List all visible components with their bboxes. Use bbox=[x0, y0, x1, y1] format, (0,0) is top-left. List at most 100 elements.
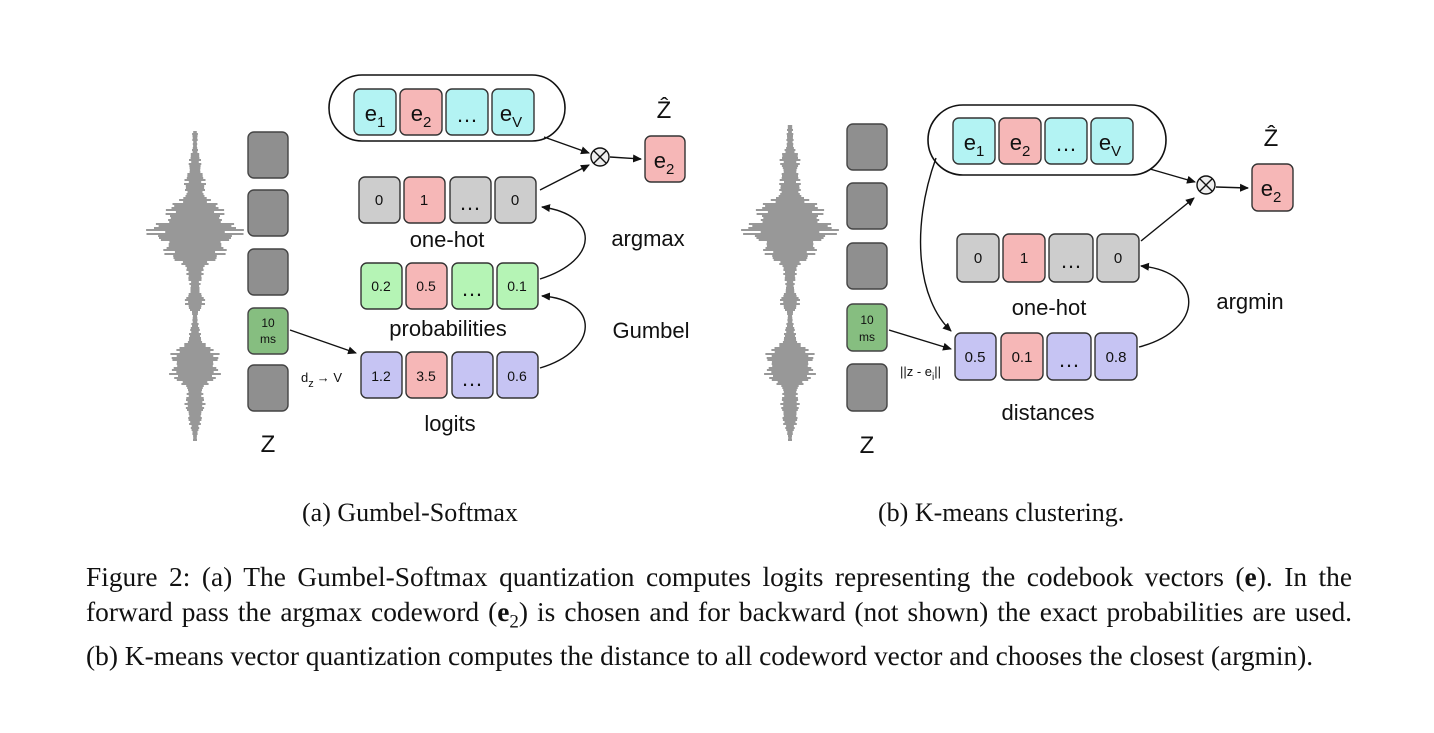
logit-cell bbox=[360, 351, 403, 399]
frame-box bbox=[247, 248, 289, 296]
onehot-cell bbox=[449, 176, 492, 224]
logit-cell bbox=[451, 351, 494, 399]
onehot-value: 0 bbox=[1114, 250, 1122, 267]
arrow-onehot-to-multiply bbox=[1140, 197, 1195, 242]
frame-column: 10 ms bbox=[846, 123, 888, 412]
frame-box bbox=[247, 189, 289, 237]
codebook-vector bbox=[952, 117, 996, 165]
panel-gumbel-softmax: 10 ms Z e1 e2 … eV Ẑ e2 0 1 bbox=[146, 74, 690, 458]
codebook-vector bbox=[1044, 117, 1088, 165]
arrows bbox=[289, 136, 642, 369]
codebook-vector-selected bbox=[998, 117, 1042, 165]
frame-box bbox=[846, 123, 888, 171]
probability-cell-selected bbox=[405, 262, 448, 310]
distances-label: distances bbox=[1002, 400, 1095, 425]
arrow-distances-to-onehot bbox=[1138, 262, 1190, 348]
probability-value: 0.5 bbox=[416, 278, 436, 294]
onehot-value: 0 bbox=[375, 192, 383, 209]
onehot-value: 0 bbox=[511, 192, 519, 209]
frame-box bbox=[846, 363, 888, 412]
frame-duration: 10 bbox=[261, 316, 275, 330]
logits-label: logits bbox=[424, 411, 475, 436]
argmax-label: argmax bbox=[611, 226, 684, 251]
frame-box bbox=[247, 131, 289, 179]
distance-cell bbox=[954, 332, 997, 381]
caption-text: Figure 2: (a) The Gumbel-Softmax quantiz… bbox=[86, 562, 1352, 672]
frame-duration: 10 bbox=[860, 313, 874, 327]
codebook-vector bbox=[353, 88, 397, 136]
distance-formula: ||z - ei|| bbox=[900, 364, 941, 383]
audio-waveform bbox=[146, 131, 244, 441]
codebook-vector bbox=[445, 88, 489, 136]
onehot-cell bbox=[1096, 233, 1140, 283]
arrow-frame-to-distances bbox=[888, 329, 952, 351]
multiply-icon bbox=[593, 150, 607, 164]
arrow-codebook-to-multiply bbox=[543, 136, 590, 155]
panel-kmeans: 10 ms Z e1 e2 … eV Ẑ e2 0 1 … bbox=[741, 104, 1294, 459]
probability-value: … bbox=[461, 276, 483, 301]
projection-label: dz→ V bbox=[301, 370, 342, 390]
arrow-codebook-to-distances bbox=[919, 157, 952, 332]
codebook-vector bbox=[491, 88, 535, 136]
frame-box-active bbox=[846, 303, 888, 352]
arrow-frame-to-logits bbox=[289, 329, 357, 355]
onehot-row: 0 1 … 0 bbox=[956, 233, 1140, 283]
probability-value: 0.1 bbox=[507, 278, 527, 294]
logit-value: … bbox=[461, 366, 483, 391]
arrow-multiply-to-output bbox=[609, 154, 642, 163]
frame-box bbox=[247, 364, 289, 412]
probability-cell bbox=[360, 262, 403, 310]
codebook-label: … bbox=[456, 102, 478, 127]
gumbel-label: Gumbel bbox=[612, 318, 689, 343]
logit-value: 1.2 bbox=[371, 368, 391, 384]
onehot-value: 0 bbox=[974, 250, 982, 267]
onehot-value: 1 bbox=[1020, 250, 1028, 267]
output-vector bbox=[1251, 163, 1294, 212]
distances-row: 0.5 0.1 … 0.8 bbox=[954, 332, 1138, 381]
arrow-onehot-to-multiply bbox=[539, 164, 590, 191]
onehot-cell-selected bbox=[403, 176, 446, 224]
onehot-label: one-hot bbox=[410, 227, 485, 252]
probabilities-row: 0.2 0.5 … 0.1 bbox=[360, 262, 539, 310]
distance-cell-selected bbox=[1000, 332, 1044, 381]
distance-value: 0.8 bbox=[1106, 349, 1127, 366]
probabilities-label: probabilities bbox=[389, 316, 506, 341]
onehot-value: … bbox=[459, 190, 481, 215]
distance-cell bbox=[1046, 332, 1092, 381]
logit-cell bbox=[496, 351, 539, 399]
subcaption-a: (a) Gumbel-Softmax bbox=[302, 498, 518, 527]
onehot-label: one-hot bbox=[1012, 295, 1087, 320]
z-label: Z bbox=[860, 432, 875, 459]
frame-box-active bbox=[247, 307, 289, 355]
arrows bbox=[888, 157, 1249, 351]
onehot-cell bbox=[1048, 233, 1094, 283]
logit-cell-selected bbox=[405, 351, 448, 399]
multiply-icon bbox=[1199, 178, 1213, 192]
logits-row: 1.2 3.5 … 0.6 bbox=[360, 351, 539, 399]
probability-value: 0.2 bbox=[371, 278, 391, 294]
codebook-vectors: e1 e2 … eV bbox=[952, 117, 1134, 165]
probability-cell bbox=[451, 262, 494, 310]
onehot-cell bbox=[956, 233, 1000, 283]
codebook-label: … bbox=[1055, 131, 1077, 156]
frame-unit: ms bbox=[260, 332, 276, 346]
audio-waveform bbox=[741, 125, 839, 441]
arrow-probabilities-to-onehot bbox=[539, 204, 586, 280]
argmin-label: argmin bbox=[1216, 289, 1283, 314]
probability-cell bbox=[496, 262, 539, 310]
frame-column: 10 ms bbox=[247, 131, 289, 412]
arrow-multiply-to-output bbox=[1215, 183, 1249, 192]
onehot-row: 0 1 … 0 bbox=[358, 176, 537, 224]
figure-caption: Figure 2: (a) The Gumbel-Softmax quantiz… bbox=[86, 560, 1352, 674]
distance-value: 0.5 bbox=[965, 349, 986, 366]
zhat-label: Ẑ bbox=[1264, 125, 1279, 152]
subcaption-b: (b) K-means clustering. bbox=[878, 498, 1125, 527]
arrow-logits-to-probabilities bbox=[539, 292, 586, 369]
onehot-cell bbox=[358, 176, 401, 224]
onehot-value: 1 bbox=[420, 192, 428, 209]
distance-value: … bbox=[1058, 347, 1080, 372]
logit-value: 3.5 bbox=[416, 368, 436, 384]
zhat-label: Ẑ bbox=[657, 97, 672, 124]
onehot-cell bbox=[494, 176, 537, 224]
codebook-vector bbox=[1090, 117, 1134, 165]
